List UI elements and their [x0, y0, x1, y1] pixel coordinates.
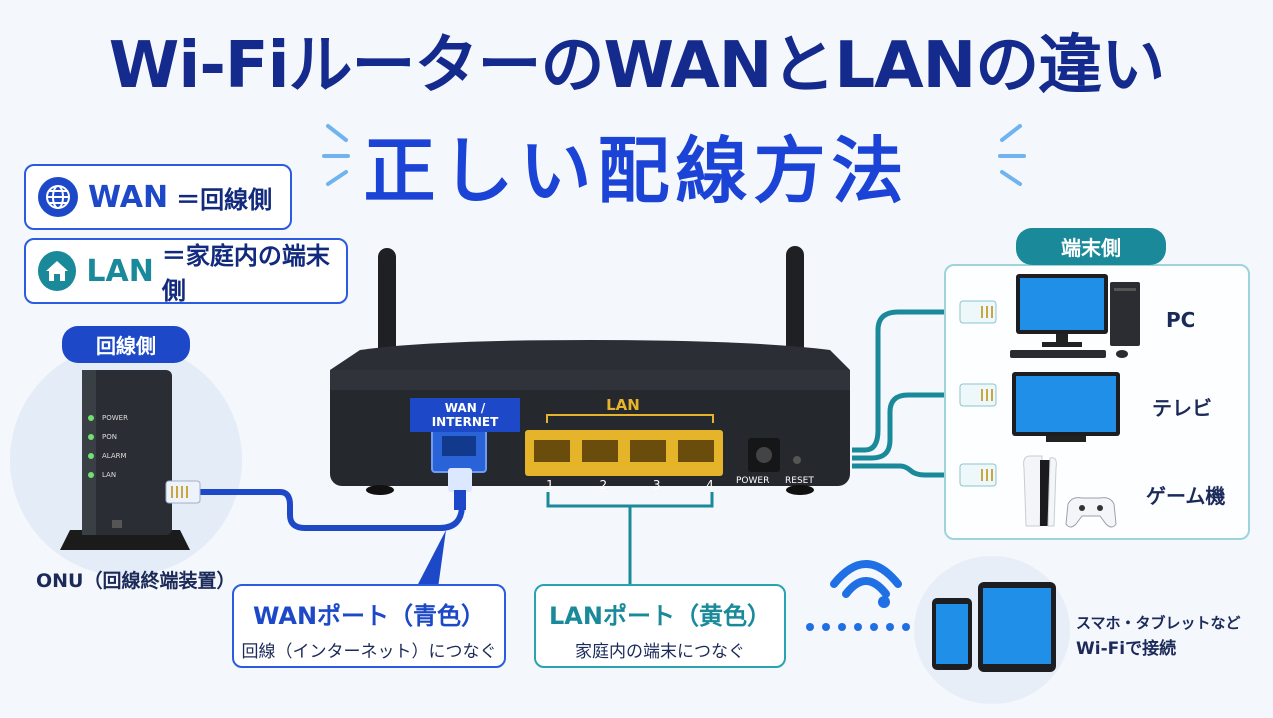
device-label-tv: テレビ [1152, 396, 1212, 420]
lan-port-number: 1 [546, 478, 554, 492]
wifi-caption-line2: Wi-Fiで接続 [1076, 639, 1177, 659]
lan-port-number: 2 [599, 478, 608, 492]
page-title: Wi-FiルーターのWANとLANの違い [108, 29, 1165, 103]
pc-icon [1010, 274, 1140, 358]
legend-wan-key: WAN [88, 179, 169, 215]
legend-wan-text: ＝回線側 [176, 185, 273, 214]
game-cable-plug [959, 463, 997, 487]
home-icon [38, 251, 77, 291]
callout-wan-heading: WANポート（青色） [252, 602, 486, 630]
callout-wan-port: WANポート（青色） 回線（インターネット）につなぐ [232, 584, 506, 668]
power-port-label: POWER [736, 476, 770, 486]
onu-caption: ONU（回線終端装置） [36, 570, 236, 592]
lan-label-bracket [546, 414, 714, 423]
onu-led-panel: POWER PON ALARM LAN [88, 408, 128, 484]
wifi-signal-icon [830, 560, 902, 608]
callout-lan-port: LANポート（黄色） 家庭内の端末につなぐ [534, 584, 786, 668]
lan-port-number: 4 [706, 478, 714, 492]
legend-lan-text: ＝家庭内の端末側 [161, 242, 330, 305]
lan-port-numbers: 1 2 3 4 [540, 478, 720, 492]
onu-led-label: LAN [102, 470, 117, 479]
sparkle-left-icon [322, 124, 350, 186]
device-label-pc: PC [1166, 308, 1196, 332]
lan-port-number: 3 [652, 478, 661, 492]
game-console-icon [1023, 455, 1117, 528]
callout-lan-text: 家庭内の端末につなぐ [575, 642, 745, 662]
onu-device [60, 370, 190, 550]
tv-cable-plug [959, 383, 997, 407]
onu-led-label: POWER [102, 413, 128, 422]
globe-icon [38, 177, 78, 217]
wifi-caption: スマホ・タブレットなど Wi-Fiで接続 [1076, 610, 1241, 662]
legend-wan: WAN ＝回線側 [24, 164, 292, 230]
onu-led-label: ALARM [102, 451, 127, 460]
legend-lan: LAN ＝家庭内の端末側 [24, 238, 348, 305]
wan-port-label: WAN / INTERNET [410, 398, 520, 432]
onu-badge: 回線側 [62, 326, 190, 363]
legend-lan-key: LAN [86, 253, 154, 289]
callout-wan-text: 回線（インターネット）につなぐ [241, 642, 497, 662]
terminal-badge: 端末側 [1016, 228, 1166, 265]
lan-port-label: LAN [606, 396, 640, 414]
callout-lan-heading: LANポート（黄色） [549, 602, 771, 630]
wifi-dotted-line [806, 623, 910, 631]
reset-button-label: RESET [785, 476, 814, 486]
smartphone-tablet-icon [932, 582, 1056, 672]
onu-cable-plug [165, 480, 201, 504]
pc-cable-plug [959, 300, 997, 324]
device-label-game: ゲーム機 [1146, 484, 1226, 508]
tv-icon [1012, 372, 1120, 442]
page-subtitle: 正しい配線方法 [363, 129, 910, 213]
wifi-caption-line1: スマホ・タブレットなど [1076, 614, 1241, 632]
sparkle-right-icon [998, 124, 1026, 186]
router-device [330, 246, 850, 510]
onu-led-label: PON [102, 432, 117, 441]
